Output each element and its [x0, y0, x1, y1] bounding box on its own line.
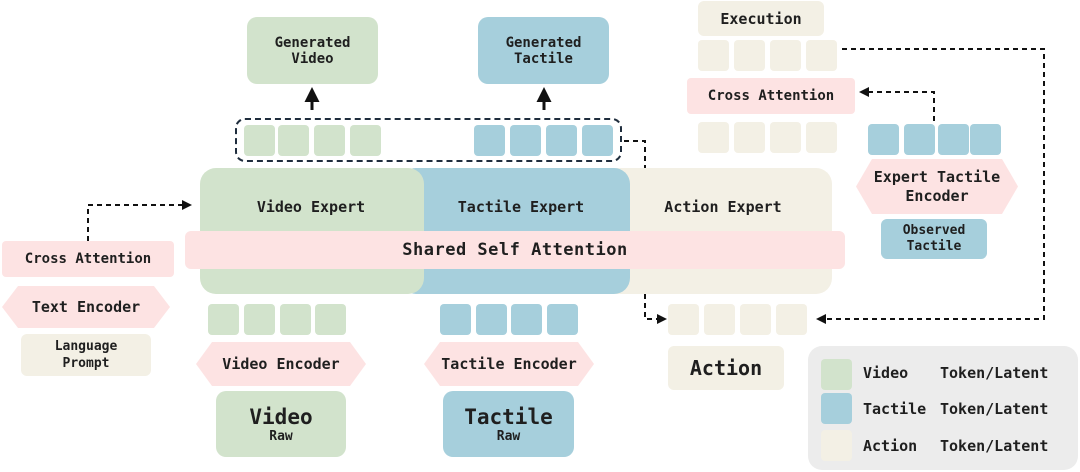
tactile-encoder-box: Tactile Encoder — [424, 342, 594, 386]
legend-video-suffix: Token/Latent — [940, 364, 1049, 382]
video-raw-title: Video — [249, 404, 313, 429]
expert-tactile-token — [904, 124, 935, 155]
video-latent-token — [244, 125, 275, 156]
execution-query-token — [734, 122, 765, 153]
execution-token — [734, 40, 765, 71]
arrow-execution-to-action — [816, 48, 1045, 324]
video-latent-token — [314, 125, 345, 156]
legend-video-swatch — [821, 359, 852, 390]
tactile-raw-box: Tactile Raw — [443, 391, 574, 457]
text-cross-attention-box: Cross Attention — [2, 241, 174, 277]
legend-tactile-name: Tactile — [863, 400, 927, 418]
execution-token — [806, 40, 837, 71]
legend: Video Token/Latent Tactile Token/Latent … — [808, 346, 1078, 470]
expert-tactile-token — [938, 124, 969, 155]
legend-tactile-suffix: Token/Latent — [940, 400, 1049, 418]
tactile-latent-token — [546, 125, 577, 156]
execution-query-token — [698, 122, 729, 153]
action-expert-label: Action Expert — [664, 198, 782, 216]
tactile-input-token — [547, 304, 578, 335]
arrow-tactile-to-cross-attention — [859, 87, 935, 121]
video-encoder-box: Video Encoder — [196, 342, 366, 386]
arrow-text-to-video-expert — [87, 200, 192, 241]
action-token — [668, 304, 699, 335]
action-box: Action — [668, 346, 784, 390]
legend-action-suffix: Token/Latent — [940, 437, 1049, 455]
generated-tactile-box: Generated Tactile — [478, 17, 609, 84]
action-token — [704, 304, 735, 335]
action-token — [740, 304, 771, 335]
tactile-raw-title: Tactile — [464, 404, 553, 429]
latent-token-group — [235, 118, 622, 162]
video-raw-box: Video Raw — [216, 391, 346, 457]
legend-action-name: Action — [863, 437, 918, 455]
tactile-raw-subtitle: Raw — [496, 428, 521, 444]
execution-token — [698, 40, 729, 71]
tactile-latent-token — [474, 125, 505, 156]
text-encoder-box: Text Encoder — [2, 286, 170, 328]
execution-query-token — [770, 122, 801, 153]
video-expert-label: Video Expert — [256, 198, 366, 216]
video-input-token — [315, 304, 346, 335]
video-raw-subtitle: Raw — [269, 428, 293, 444]
video-input-token — [244, 304, 275, 335]
legend-tactile-swatch — [821, 393, 852, 424]
video-input-token — [280, 304, 311, 335]
tactile-input-token — [511, 304, 542, 335]
tactile-latent-token — [510, 125, 541, 156]
shared-self-attention-bar: Shared Self Attention — [185, 231, 845, 269]
video-latent-token — [350, 125, 381, 156]
action-token — [776, 304, 807, 335]
video-latent-token — [278, 125, 309, 156]
execution-token — [770, 40, 801, 71]
observed-tactile-box: Observed Tactile — [881, 219, 987, 259]
expert-tactile-token — [970, 124, 1001, 155]
generated-video-box: Generated Video — [247, 17, 378, 84]
tactile-latent-token — [582, 125, 613, 156]
tactile-expert-label: Tactile Expert — [457, 198, 585, 216]
legend-action-swatch — [821, 430, 852, 461]
expert-tactile-token — [868, 124, 899, 155]
execution-query-token — [806, 122, 837, 153]
language-prompt-box: Language Prompt — [21, 334, 151, 376]
legend-video-name: Video — [863, 364, 909, 382]
execution-cross-attention-box: Cross Attention — [687, 78, 855, 114]
arrow-latent-to-action — [624, 140, 646, 168]
tactile-input-token — [476, 304, 507, 335]
execution-box: Execution — [698, 1, 824, 36]
video-input-token — [208, 304, 239, 335]
tactile-input-token — [440, 304, 471, 335]
arrow-expert-to-action-tokens — [644, 294, 667, 324]
expert-tactile-encoder-box: Expert Tactile Encoder — [856, 159, 1018, 214]
